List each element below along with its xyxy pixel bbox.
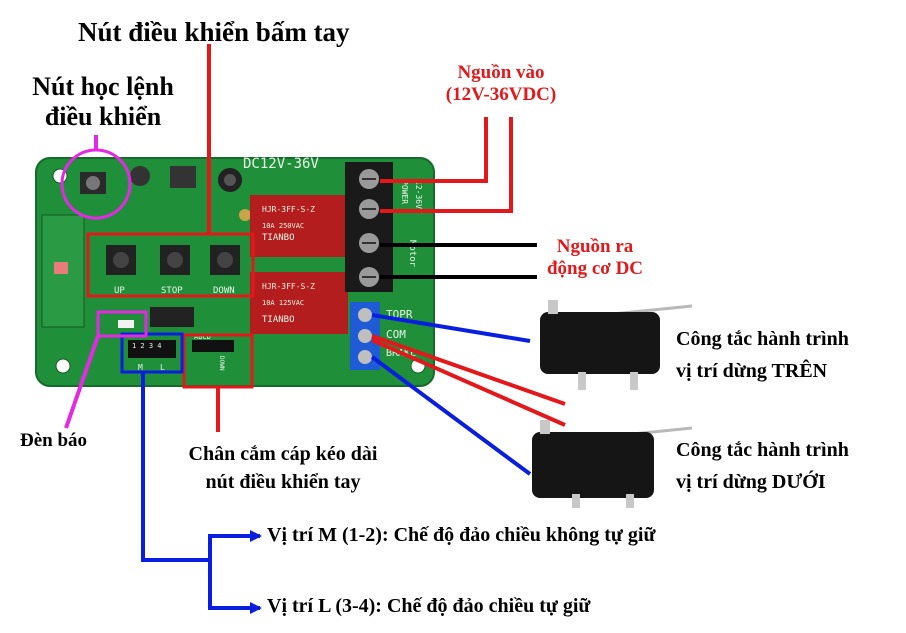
power-in-label: Nguồn vào (12V-36VDC) xyxy=(416,62,586,106)
svg-text:1 2 3 4: 1 2 3 4 xyxy=(132,342,162,350)
motor-out-label: Nguồn ra động cơ DC xyxy=(530,236,660,280)
mounting-hole xyxy=(55,358,71,374)
jumper-highlight xyxy=(120,332,184,374)
svg-text:10A 250VAC: 10A 250VAC xyxy=(262,222,304,230)
motor-out-line2: động cơ DC xyxy=(546,257,644,279)
ext-header-label: Chân cắm cáp kéo dài nút điều khiển tay xyxy=(158,440,408,496)
button-stop xyxy=(160,245,190,275)
manual-buttons-label: Nút điều khiển bấm tay xyxy=(78,17,350,47)
motor-out-line1: Nguồn ra xyxy=(556,236,634,257)
svg-text:L: L xyxy=(160,363,165,372)
button-down xyxy=(210,245,240,275)
ic-chip xyxy=(150,307,194,327)
terminal-power-label: POWER xyxy=(400,180,409,204)
btn-down-label: DOWN xyxy=(213,286,235,296)
button-up xyxy=(106,245,136,275)
learn-button-label: Nút học lệnh điều khiển xyxy=(18,72,188,132)
relay-2: HJR-3FF-S-Z 10A 125VAC TIANBO xyxy=(250,272,348,334)
extension-header xyxy=(192,340,234,352)
svg-text:TIANBO: TIANBO xyxy=(262,233,295,243)
bottom-switch-line2: vị trí dừng DƯỚI xyxy=(676,471,826,493)
svg-text:DOWN: DOWN xyxy=(218,356,225,371)
ext-header-line2: nút điều khiển tay xyxy=(205,471,361,493)
svg-text:HJR-3FF-S-Z: HJR-3FF-S-Z xyxy=(262,282,315,291)
bottom-switch-label: Công tắc hành trình vị trí dừng DƯỚI xyxy=(676,434,849,498)
ext-header-line1: Chân cắm cáp kéo dài xyxy=(188,443,378,465)
svg-text:10A 125VAC: 10A 125VAC xyxy=(262,299,304,307)
power-in-line1: Nguồn vào xyxy=(457,62,545,83)
led-highlight xyxy=(96,310,148,338)
mode-l-label: Vị trí L (3-4): Chế độ đảo chiều tự giữ xyxy=(267,595,591,617)
term-com-label: COM xyxy=(386,328,406,341)
indicator-label: Đèn báo xyxy=(20,430,88,451)
mode-m-label: Vị trí M (1-2): Chế độ đảo chiều không t… xyxy=(267,524,656,546)
relay-1: HJR-3FF-S-Z 10A 250VAC TIANBO xyxy=(250,195,348,257)
svg-text:ABCD: ABCD xyxy=(194,333,211,341)
btn-stop-label: STOP xyxy=(161,286,183,296)
bottom-switch-line1: Công tắc hành trình xyxy=(676,439,849,461)
top-switch-line2: vị trí dừng TRÊN xyxy=(676,360,828,382)
svg-text:TIANBO: TIANBO xyxy=(262,315,295,325)
btn-up-label: UP xyxy=(114,286,125,296)
learn-button-label-line2: điều khiển xyxy=(44,101,162,131)
buttons-highlight xyxy=(86,232,255,298)
mode-jumper xyxy=(128,340,176,358)
svg-text:M: M xyxy=(138,363,143,372)
limit-switch-bottom xyxy=(532,420,693,508)
power-in-line2: (12V-36VDC) xyxy=(445,83,557,105)
voltage-silk: DC12V-36V xyxy=(243,156,319,172)
terminal-range-label: 12-36V xyxy=(414,180,423,209)
svg-text:HJR-3FF-S-Z: HJR-3FF-S-Z xyxy=(262,205,315,214)
regulator xyxy=(170,166,196,188)
limit-switch-top xyxy=(540,300,693,390)
learn-button-knob xyxy=(86,176,100,190)
top-switch-label: Công tắc hành trình vị trí dừng TRÊN xyxy=(676,323,849,387)
top-switch-line1: Công tắc hành trình xyxy=(676,328,849,350)
indicator-led xyxy=(118,320,134,328)
learn-button-label-line1: Nút học lệnh xyxy=(32,72,174,101)
terminal-motor-label: Motor xyxy=(407,240,417,268)
